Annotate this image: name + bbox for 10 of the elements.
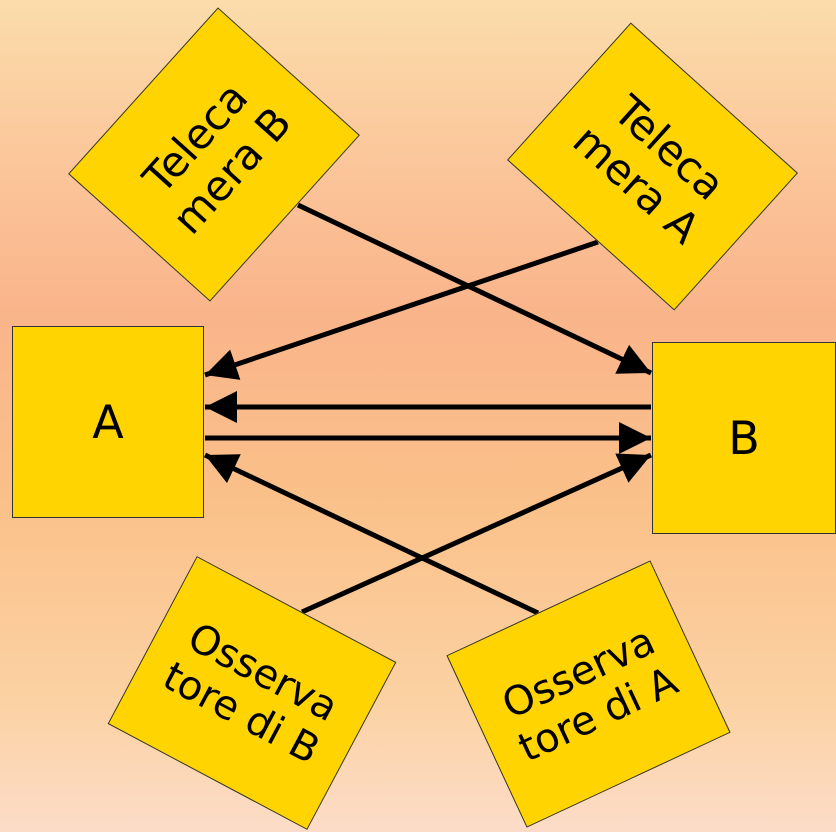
- arrow: [205, 391, 651, 423]
- square-box: [12, 326, 204, 518]
- arrow: [204, 240, 599, 380]
- arrow: [300, 452, 652, 614]
- box-label: A: [92, 396, 124, 448]
- arrow: [204, 452, 540, 616]
- arrow: [205, 422, 651, 454]
- square-box: [652, 342, 836, 534]
- box-label: B: [728, 412, 760, 464]
- arrow: [296, 202, 652, 376]
